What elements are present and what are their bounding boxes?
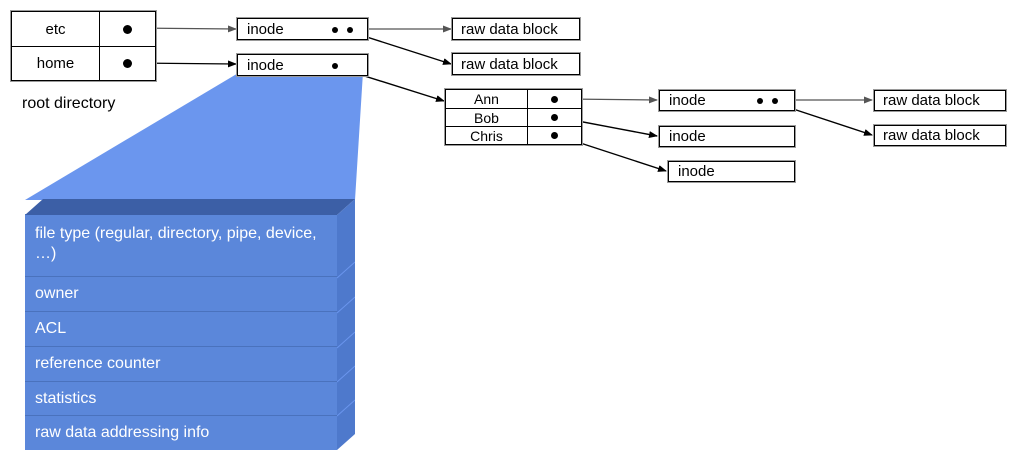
table-row[interactable]: Bob: [446, 108, 581, 126]
inode-detail-front-face: [25, 214, 337, 450]
table-row[interactable]: etc: [12, 12, 155, 46]
root-entry-name-home: home: [12, 47, 100, 80]
table-row[interactable]: home: [12, 46, 155, 80]
home-entry-name-ann: Ann: [446, 90, 528, 108]
inode-pointer-dot-icon: [332, 63, 338, 69]
inode-box-chris[interactable]: inode: [667, 160, 796, 183]
inode-detail-top-face: [25, 199, 355, 215]
raw-data-block-etc-2[interactable]: raw data block: [451, 52, 581, 76]
inode-field-acl: ACL: [25, 312, 337, 347]
table-row[interactable]: Ann: [446, 90, 581, 108]
inode-box-bob[interactable]: inode: [658, 125, 796, 148]
inode-field-reference-counter: reference counter: [25, 347, 337, 382]
pointer-dot-icon: [551, 114, 558, 121]
inode-label: inode: [669, 128, 706, 145]
inode-label: inode: [247, 56, 284, 74]
inode-pointer-dot-icon: [772, 98, 778, 104]
pointer-dot-icon: [551, 95, 558, 103]
inode-detail-block: file type (regular, directory, pipe, dev…: [25, 199, 355, 450]
raw-data-block-label: raw data block: [883, 127, 980, 144]
inode-box-etc[interactable]: inode: [236, 17, 369, 41]
home-entry-pointer-ann: [528, 90, 581, 108]
raw-data-block-etc-1[interactable]: raw data block: [451, 17, 581, 41]
inode-detail-side-face: [337, 199, 355, 450]
raw-data-block-ann-2[interactable]: raw data block: [873, 124, 1007, 147]
pointer-dot-icon: [123, 59, 132, 68]
inode-pointer-dot-icon: [332, 27, 338, 33]
inode-label: inode: [669, 92, 706, 109]
inode-label: inode: [678, 163, 715, 180]
table-row[interactable]: Chris: [446, 126, 581, 144]
root-entry-pointer-etc: [100, 12, 155, 46]
inode-pointer-dot-icon: [757, 98, 763, 104]
pointer-dot-icon: [123, 24, 132, 34]
pointer-dot-icon: [551, 132, 558, 139]
root-directory-caption: root directory: [22, 95, 116, 112]
home-entry-pointer-chris: [528, 127, 581, 144]
home-entry-pointer-bob: [528, 109, 581, 126]
root-entry-pointer-home: [100, 47, 155, 80]
raw-data-block-label: raw data block: [461, 20, 558, 38]
inode-pointer-dot-icon: [347, 27, 353, 33]
raw-data-block-ann-1[interactable]: raw data block: [873, 89, 1007, 112]
raw-data-block-label: raw data block: [461, 55, 558, 73]
inode-field-owner: owner: [25, 277, 337, 312]
raw-data-block-label: raw data block: [883, 92, 980, 109]
home-directory-table: Ann Bob Chris: [444, 88, 583, 146]
root-entry-name-etc: etc: [12, 12, 100, 46]
inode-field-file-type: file type (regular, directory, pipe, dev…: [25, 214, 337, 277]
root-directory-table: etc home: [10, 10, 157, 82]
inode-box-ann[interactable]: inode: [658, 89, 796, 112]
home-entry-name-bob: Bob: [446, 109, 528, 126]
inode-detail-field-list: file type (regular, directory, pipe, dev…: [25, 214, 337, 450]
inode-field-raw-data-addressing: raw data addressing info: [35, 424, 210, 441]
home-entry-name-chris: Chris: [446, 127, 528, 144]
inode-label: inode: [247, 20, 284, 38]
inode-box-home[interactable]: inode: [236, 53, 369, 77]
inode-field-statistics: statistics: [25, 382, 337, 416]
